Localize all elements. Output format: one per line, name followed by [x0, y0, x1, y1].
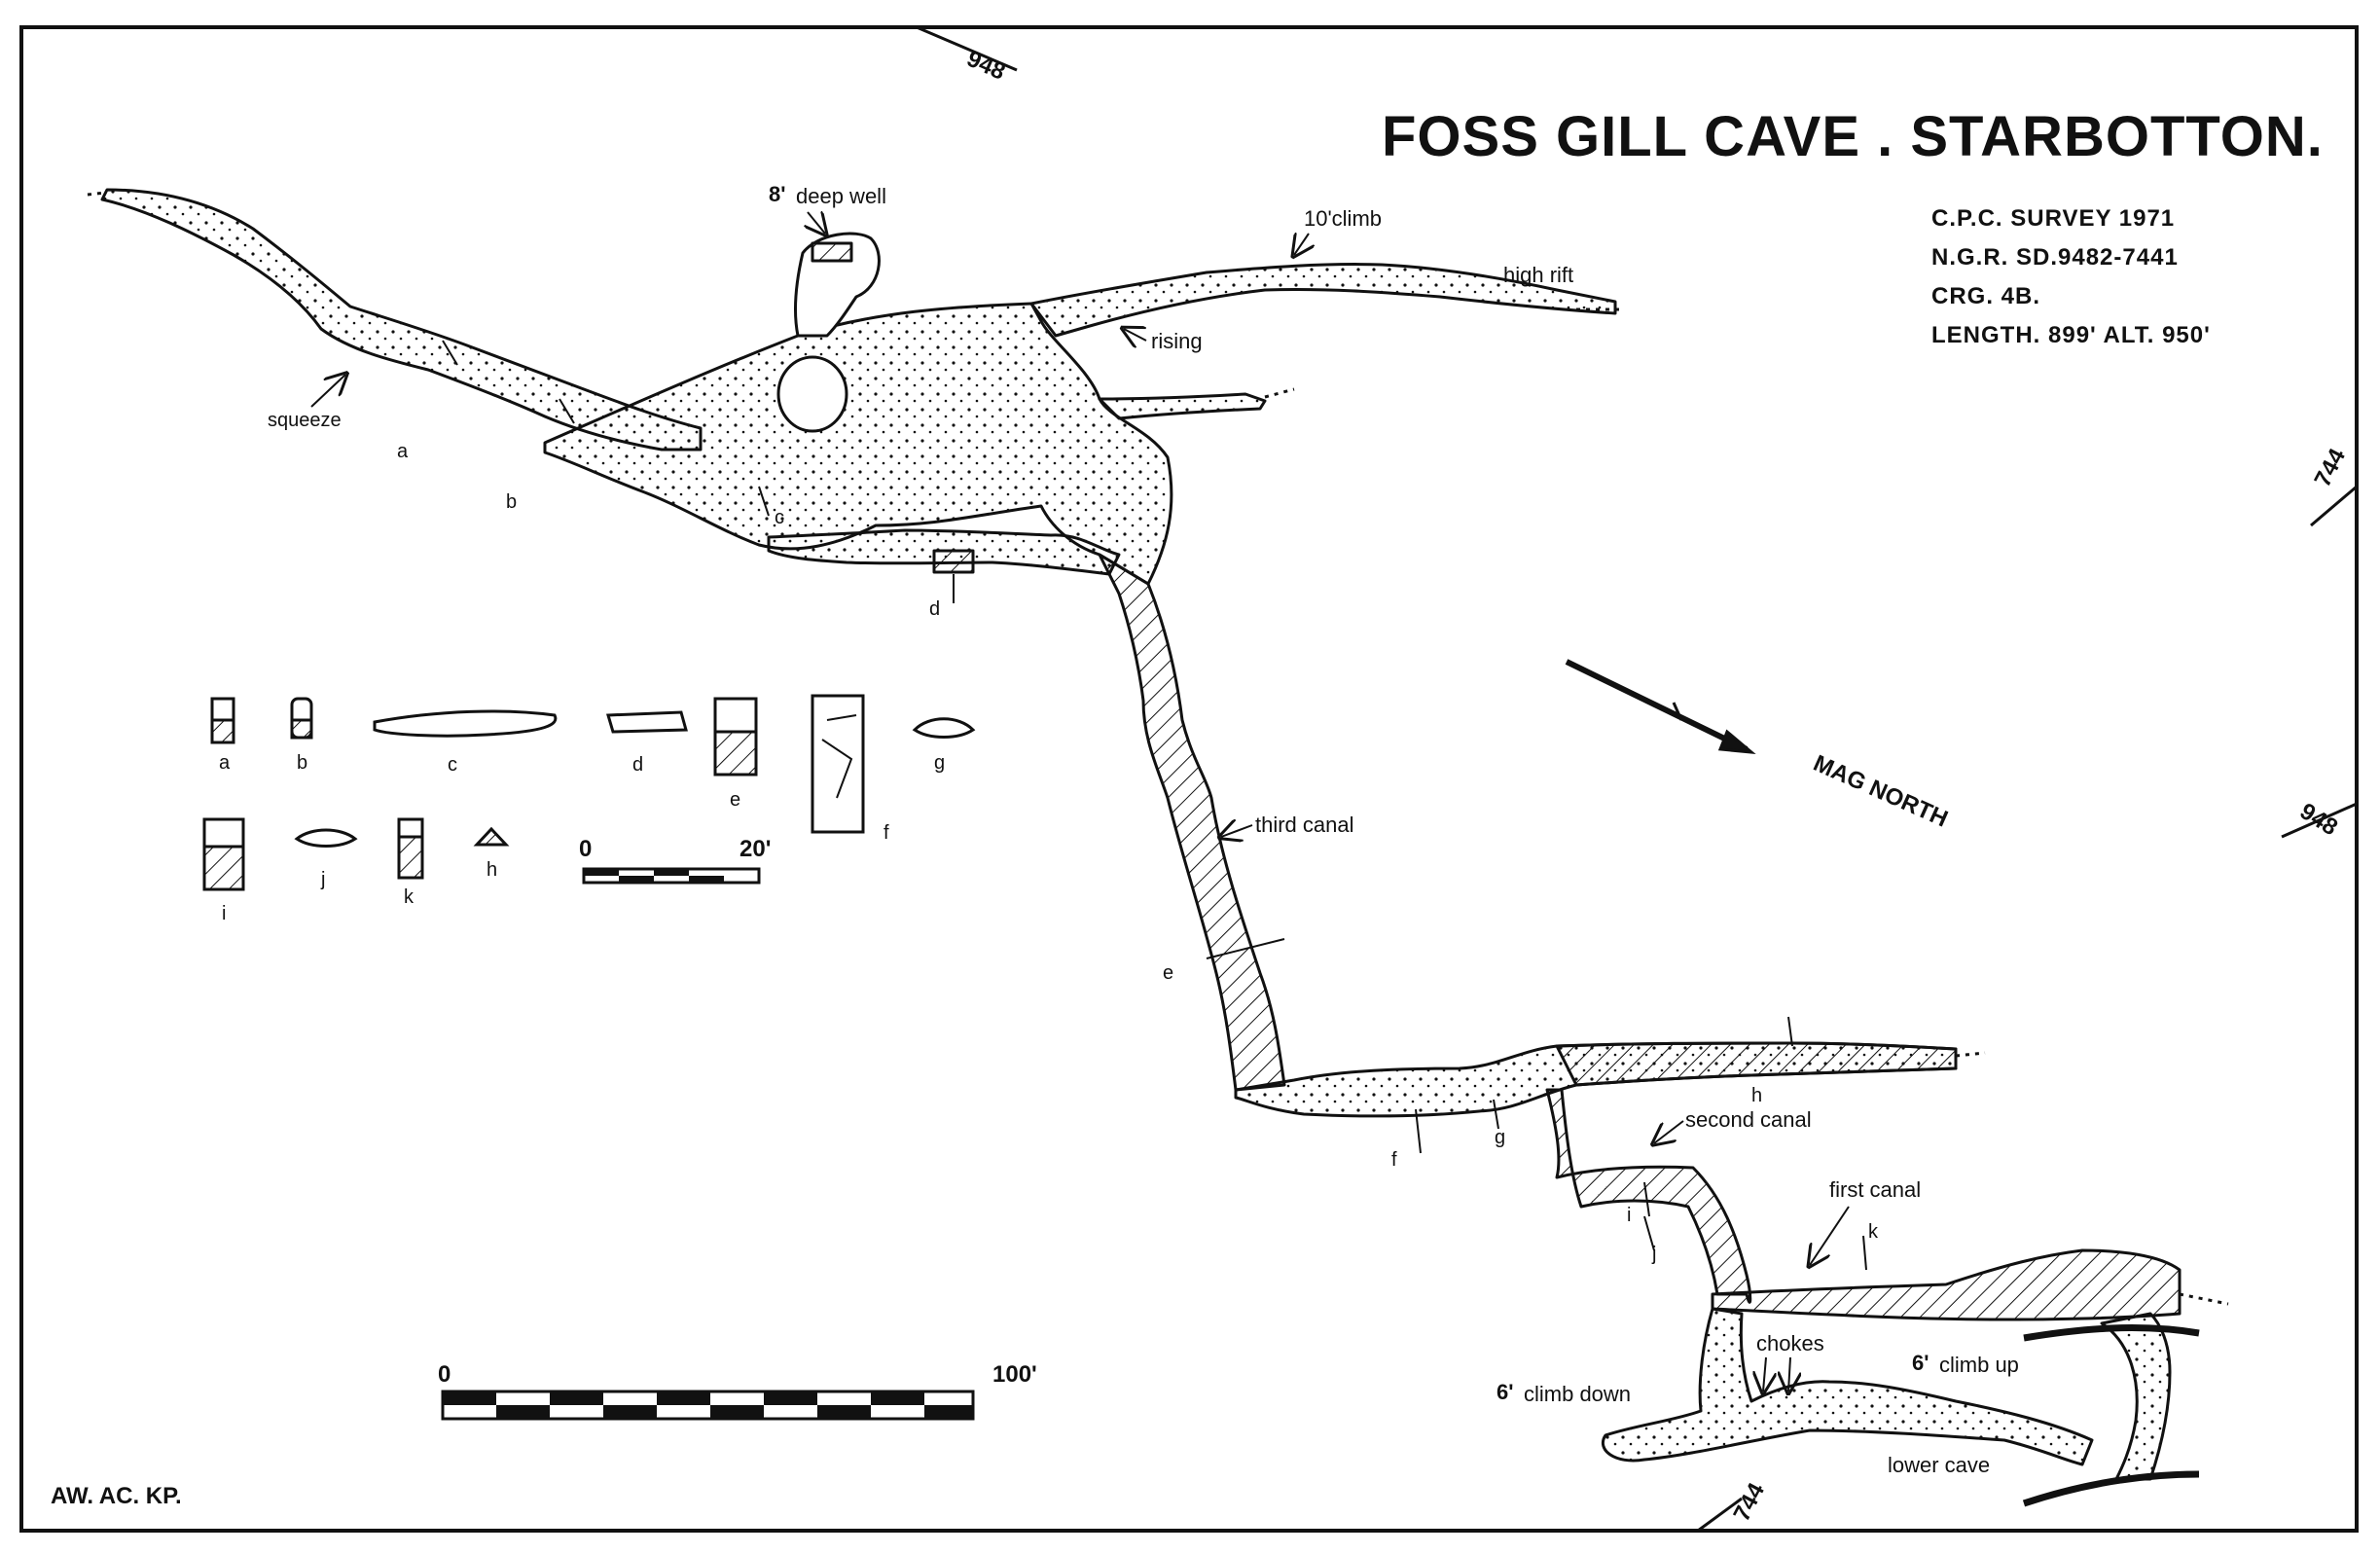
lower-cave-label: lower cave: [1888, 1453, 1990, 1477]
survey-info: C.P.C. SURVEY 1971 N.G.R. SD.9482-7441 C…: [1931, 205, 2211, 348]
high-rift-label: high rift: [1503, 263, 1573, 287]
small-scale-start: 0: [579, 836, 592, 862]
climb-10-arrow: [1294, 234, 1309, 255]
climb-up-label: climb up: [1939, 1353, 2019, 1377]
cross-section-c-shape: [373, 709, 558, 738]
survey-info-line2: N.G.R. SD.9482-7441: [1931, 244, 2179, 271]
survey-info-line3: CRG. 4B.: [1931, 283, 2040, 309]
legend-letter-g: g: [934, 752, 945, 774]
climb-10-label: 10'climb: [1304, 206, 1382, 231]
rising-label: rising: [1151, 329, 1203, 353]
second-canal-arrow: [1654, 1120, 1684, 1143]
main-chamber: [543, 302, 1173, 586]
squeeze-arrow: [310, 375, 345, 408]
map-frame: [19, 25, 2359, 1533]
large-scale-bar: 0 100': [438, 1361, 1037, 1421]
authors-credit: AW. AC. KP.: [51, 1483, 182, 1509]
plan-letter-k: k: [1868, 1221, 1879, 1243]
cross-section-h-shape: [473, 826, 510, 847]
grid-ticks: [916, 25, 2358, 1533]
deep-well-depth: 8': [769, 182, 785, 206]
lower-passage-hatch: [1555, 1041, 1958, 1087]
cross-section-d-shape: [606, 710, 688, 734]
grid-ref-right-lower: 948: [2295, 798, 2342, 841]
legend-letter-f: f: [883, 822, 889, 844]
map-title: FOSS GILL CAVE . STARBOTTON.: [1382, 105, 2324, 168]
lower-cave: [1602, 1307, 2094, 1466]
climb-up-height: 6': [1912, 1351, 1929, 1375]
first-canal-arrow: [1810, 1206, 1850, 1265]
chokes-label: chokes: [1756, 1331, 1824, 1355]
section-d-hatch: [932, 549, 975, 574]
grid-ref-bottom: 744: [1728, 1478, 1770, 1526]
passage-continuations: [87, 191, 2229, 1306]
legend-letter-a: a: [219, 752, 231, 774]
plan-letter-g: g: [1495, 1127, 1505, 1148]
boundary-upper: [2023, 1324, 2200, 1342]
east-branch: [1098, 392, 1267, 420]
rising-arrow: [1124, 329, 1147, 341]
plan-letter-b: b: [506, 491, 517, 513]
chamber-pillar: [776, 355, 848, 433]
large-scale-end: 100': [992, 1361, 1037, 1388]
plan-letter-e: e: [1163, 962, 1173, 984]
small-scale-bar: 0 20': [579, 836, 771, 885]
legend-letter-i: i: [222, 903, 226, 924]
rift-passage: [1029, 263, 1617, 338]
west-passage: [100, 188, 703, 452]
plan-letter-c: c: [775, 507, 784, 528]
feature-labels: 8' deep well 10'climb high rift rising s…: [268, 182, 2019, 1477]
third-canal-label: third canal: [1255, 813, 1354, 837]
grid-ref-right-upper: 744: [2309, 444, 2351, 491]
legend-letter-j: j: [320, 869, 325, 890]
first-canal: [1711, 1248, 2182, 1321]
climb-down-label: climb down: [1524, 1382, 1631, 1406]
first-canal-label: first canal: [1829, 1177, 1921, 1202]
section-letters-plan: a b c d e f g h i j k: [397, 441, 1879, 1265]
boundary-lower: [2022, 1470, 2200, 1507]
legend-letter-d: d: [632, 754, 643, 776]
deep-well-arrow: [808, 212, 825, 234]
cave-passages: [100, 188, 2200, 1507]
small-scale-end: 20': [739, 836, 771, 862]
cross-sections: [202, 694, 976, 891]
third-canal-arrow: [1221, 825, 1253, 837]
climb-down-height: 6': [1497, 1380, 1513, 1404]
chokes-arrow-1: [1763, 1356, 1766, 1391]
deep-well-hatch: [811, 241, 853, 263]
cross-section-f-shape: [811, 694, 865, 834]
plan-letter-i: i: [1627, 1205, 1631, 1226]
plan-letter-h: h: [1751, 1085, 1762, 1106]
north-arrow: MAG NORTH: [1565, 659, 1952, 833]
chokes-arrow-2: [1788, 1356, 1790, 1391]
survey-info-line1: C.P.C. SURVEY 1971: [1931, 205, 2175, 232]
large-scale-start: 0: [438, 1361, 451, 1388]
plan-letter-f: f: [1391, 1149, 1397, 1171]
legend-letter-h: h: [487, 859, 497, 881]
deep-well-label: deep well: [796, 184, 886, 208]
legend-letter-c: c: [448, 754, 457, 776]
east-chamber: [2100, 1312, 2172, 1481]
plan-letter-a: a: [397, 441, 409, 462]
legend-letter-b: b: [297, 752, 307, 774]
cross-section-labels: a b c d e f g i j k h: [219, 752, 945, 924]
plan-letter-j: j: [1651, 1244, 1656, 1265]
section-markers: [442, 340, 1867, 1271]
plan-letter-d: d: [929, 598, 940, 620]
mag-north-label: MAG NORTH: [1810, 750, 1952, 833]
squeeze-label: squeeze: [268, 410, 342, 431]
legend-letter-k: k: [404, 886, 415, 908]
cross-section-j-shape: [294, 828, 358, 848]
survey-info-line4: LENGTH. 899' ALT. 950': [1931, 322, 2211, 348]
second-canal-label: second canal: [1685, 1107, 1812, 1132]
cross-section-g-shape: [912, 717, 976, 739]
legend-letter-e: e: [730, 789, 740, 811]
